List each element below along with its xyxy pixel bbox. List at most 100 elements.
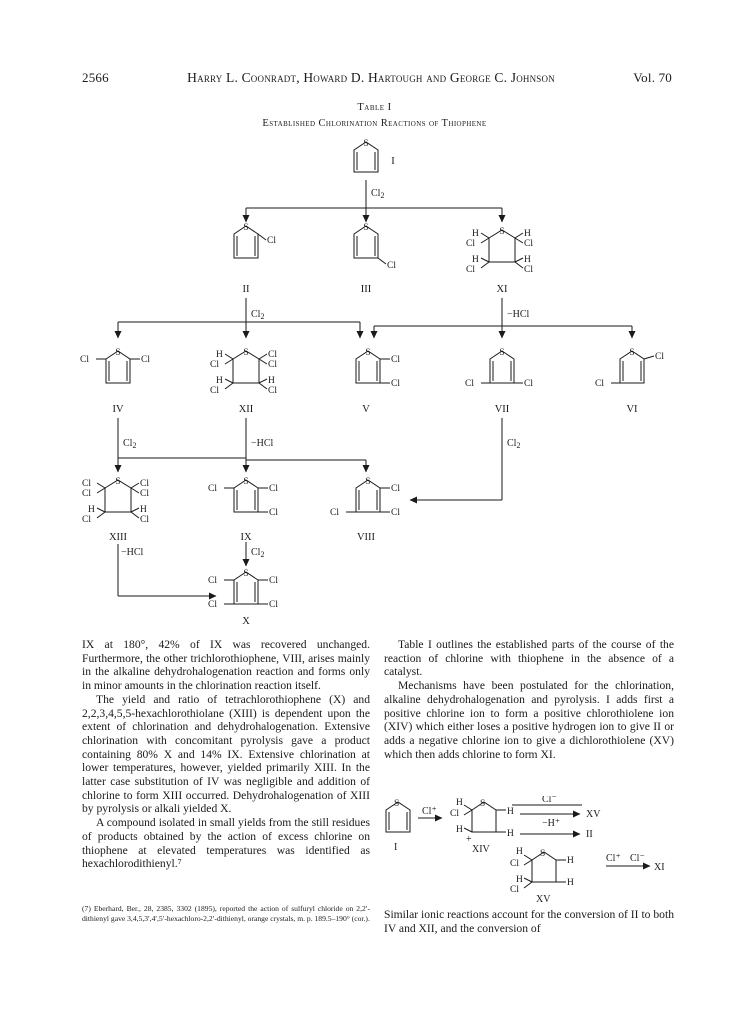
compound-V-label: V	[362, 404, 370, 415]
svg-text:Cl: Cl	[330, 508, 339, 518]
svg-text:Cl: Cl	[269, 600, 278, 610]
svg-text:S: S	[363, 223, 368, 233]
compound-X-label: X	[242, 616, 250, 627]
compound-III-label: III	[361, 284, 372, 295]
svg-text:Cl: Cl	[391, 508, 400, 518]
volume: Vol. 70	[633, 70, 672, 85]
svg-text:Cl: Cl	[268, 386, 277, 396]
svg-text:Cl: Cl	[269, 484, 278, 494]
svg-text:Cl: Cl	[466, 239, 475, 249]
svg-text:Cl: Cl	[391, 355, 400, 365]
svg-text:Cl: Cl	[141, 355, 150, 365]
svg-text:Cl⁻: Cl⁻	[542, 796, 557, 805]
footnote: (7) Eberhard, Ber., 28, 2385, 3302 (1895…	[82, 904, 370, 923]
svg-text:Cl: Cl	[655, 352, 664, 362]
compound-III-structure	[353, 225, 387, 265]
table-title: Established Chlorination Reactions of Th…	[262, 118, 487, 129]
compound-XI-label: XI	[496, 284, 508, 295]
page-header: 2566 Harry L. Coonradt, Howard D. Hartou…	[82, 70, 672, 86]
svg-text:S: S	[243, 477, 248, 487]
svg-text:Cl2: Cl2	[507, 438, 520, 450]
svg-text:Cl: Cl	[595, 379, 604, 389]
svg-text:Cl: Cl	[510, 885, 519, 895]
svg-text:S: S	[540, 849, 545, 859]
left-paragraph-1: IX at 180°, 42% of IX was recovered unch…	[82, 638, 370, 693]
svg-text:H: H	[516, 875, 523, 885]
svg-text:H: H	[507, 807, 514, 817]
right-bottom-paragraph: Similar ionic reactions account for the …	[384, 908, 674, 935]
compound-XII-structure	[224, 350, 268, 390]
compound-X-structure	[224, 571, 268, 605]
svg-text:Cl: Cl	[208, 576, 217, 586]
svg-text:Cl: Cl	[450, 809, 459, 819]
svg-text:XI: XI	[654, 862, 665, 873]
svg-text:H: H	[456, 825, 463, 835]
svg-text:Cl: Cl	[391, 484, 400, 494]
svg-text:Cl: Cl	[140, 489, 149, 499]
svg-text:Cl⁺: Cl⁺	[422, 806, 437, 817]
svg-text:S: S	[243, 223, 248, 233]
svg-text:H: H	[88, 505, 95, 515]
svg-text:S: S	[629, 348, 634, 358]
svg-text:−HCl: −HCl	[507, 309, 530, 320]
compound-IX-label: IX	[240, 532, 251, 543]
compound-IX-structure	[224, 479, 268, 513]
svg-text:Cl: Cl	[82, 479, 91, 489]
compound-VI-structure	[611, 350, 655, 384]
right-paragraph-1: Table I outlines the established parts o…	[384, 638, 674, 679]
reaction-scheme: S S S S S S S S S S S S S Cl Cl H Cl H C…	[80, 139, 664, 627]
svg-text:XIV: XIV	[472, 844, 491, 855]
svg-text:H: H	[567, 878, 574, 888]
svg-text:Cl: Cl	[208, 484, 217, 494]
svg-text:Cl: Cl	[269, 508, 278, 518]
svg-text:Cl2: Cl2	[123, 438, 136, 450]
compound-XIII-structure	[96, 479, 140, 519]
svg-text:H: H	[216, 376, 223, 386]
svg-text:S: S	[363, 139, 368, 149]
svg-text:H: H	[524, 255, 531, 265]
left-paragraph-3: A compound isolated in small yields from…	[82, 816, 370, 871]
compound-I-label: I	[391, 156, 395, 167]
compound-XII-label: XII	[239, 404, 254, 415]
compound-XI-structure	[480, 229, 524, 269]
svg-text:II: II	[586, 829, 593, 840]
svg-text:−H⁺: −H⁺	[542, 818, 560, 829]
svg-text:S: S	[394, 799, 399, 809]
svg-text:H: H	[456, 798, 463, 808]
svg-text:Cl: Cl	[387, 261, 396, 271]
svg-text:Cl: Cl	[210, 360, 219, 370]
table-label: Table I	[357, 102, 392, 113]
compound-IV-label: IV	[112, 404, 123, 415]
svg-text:XV: XV	[536, 894, 551, 905]
svg-text:S: S	[243, 348, 248, 358]
svg-text:−HCl: −HCl	[251, 438, 274, 449]
left-paragraph-2: The yield and ratio of tetrachlorothioph…	[82, 692, 370, 816]
svg-text:Cl: Cl	[268, 350, 277, 360]
svg-text:H: H	[524, 229, 531, 239]
mechanism-scheme: S S H Cl H H H S H Cl H H Cl H Cl⁺ Cl⁻ X…	[385, 796, 665, 905]
svg-text:Cl: Cl	[510, 859, 519, 869]
svg-text:Cl: Cl	[82, 515, 91, 525]
svg-text:S: S	[115, 348, 120, 358]
right-paragraph-2: Mechanisms have been postulated for the …	[384, 679, 674, 761]
svg-text:Cl: Cl	[140, 515, 149, 525]
svg-text:H: H	[268, 376, 275, 386]
page-number: 2566	[82, 70, 109, 85]
svg-text:+: +	[466, 834, 472, 845]
svg-text:I: I	[394, 842, 397, 853]
svg-text:S: S	[365, 477, 370, 487]
running-authors: Harry L. Coonradt, Howard D. Hartough an…	[187, 70, 555, 85]
compound-VI-label: VI	[626, 404, 638, 415]
compound-IV-structure	[96, 350, 140, 384]
svg-text:S: S	[480, 799, 485, 809]
compound-II-label: II	[243, 284, 250, 295]
svg-text:−HCl: −HCl	[121, 547, 144, 558]
svg-text:Cl: Cl	[82, 489, 91, 499]
svg-text:S: S	[365, 348, 370, 358]
svg-text:Cl2: Cl2	[371, 188, 384, 200]
compound-V-structure	[355, 350, 390, 384]
compound-VIII-label: VIII	[357, 532, 376, 543]
svg-text:Cl: Cl	[140, 479, 149, 489]
svg-text:H: H	[472, 229, 479, 239]
compound-VIII-structure	[346, 479, 390, 513]
